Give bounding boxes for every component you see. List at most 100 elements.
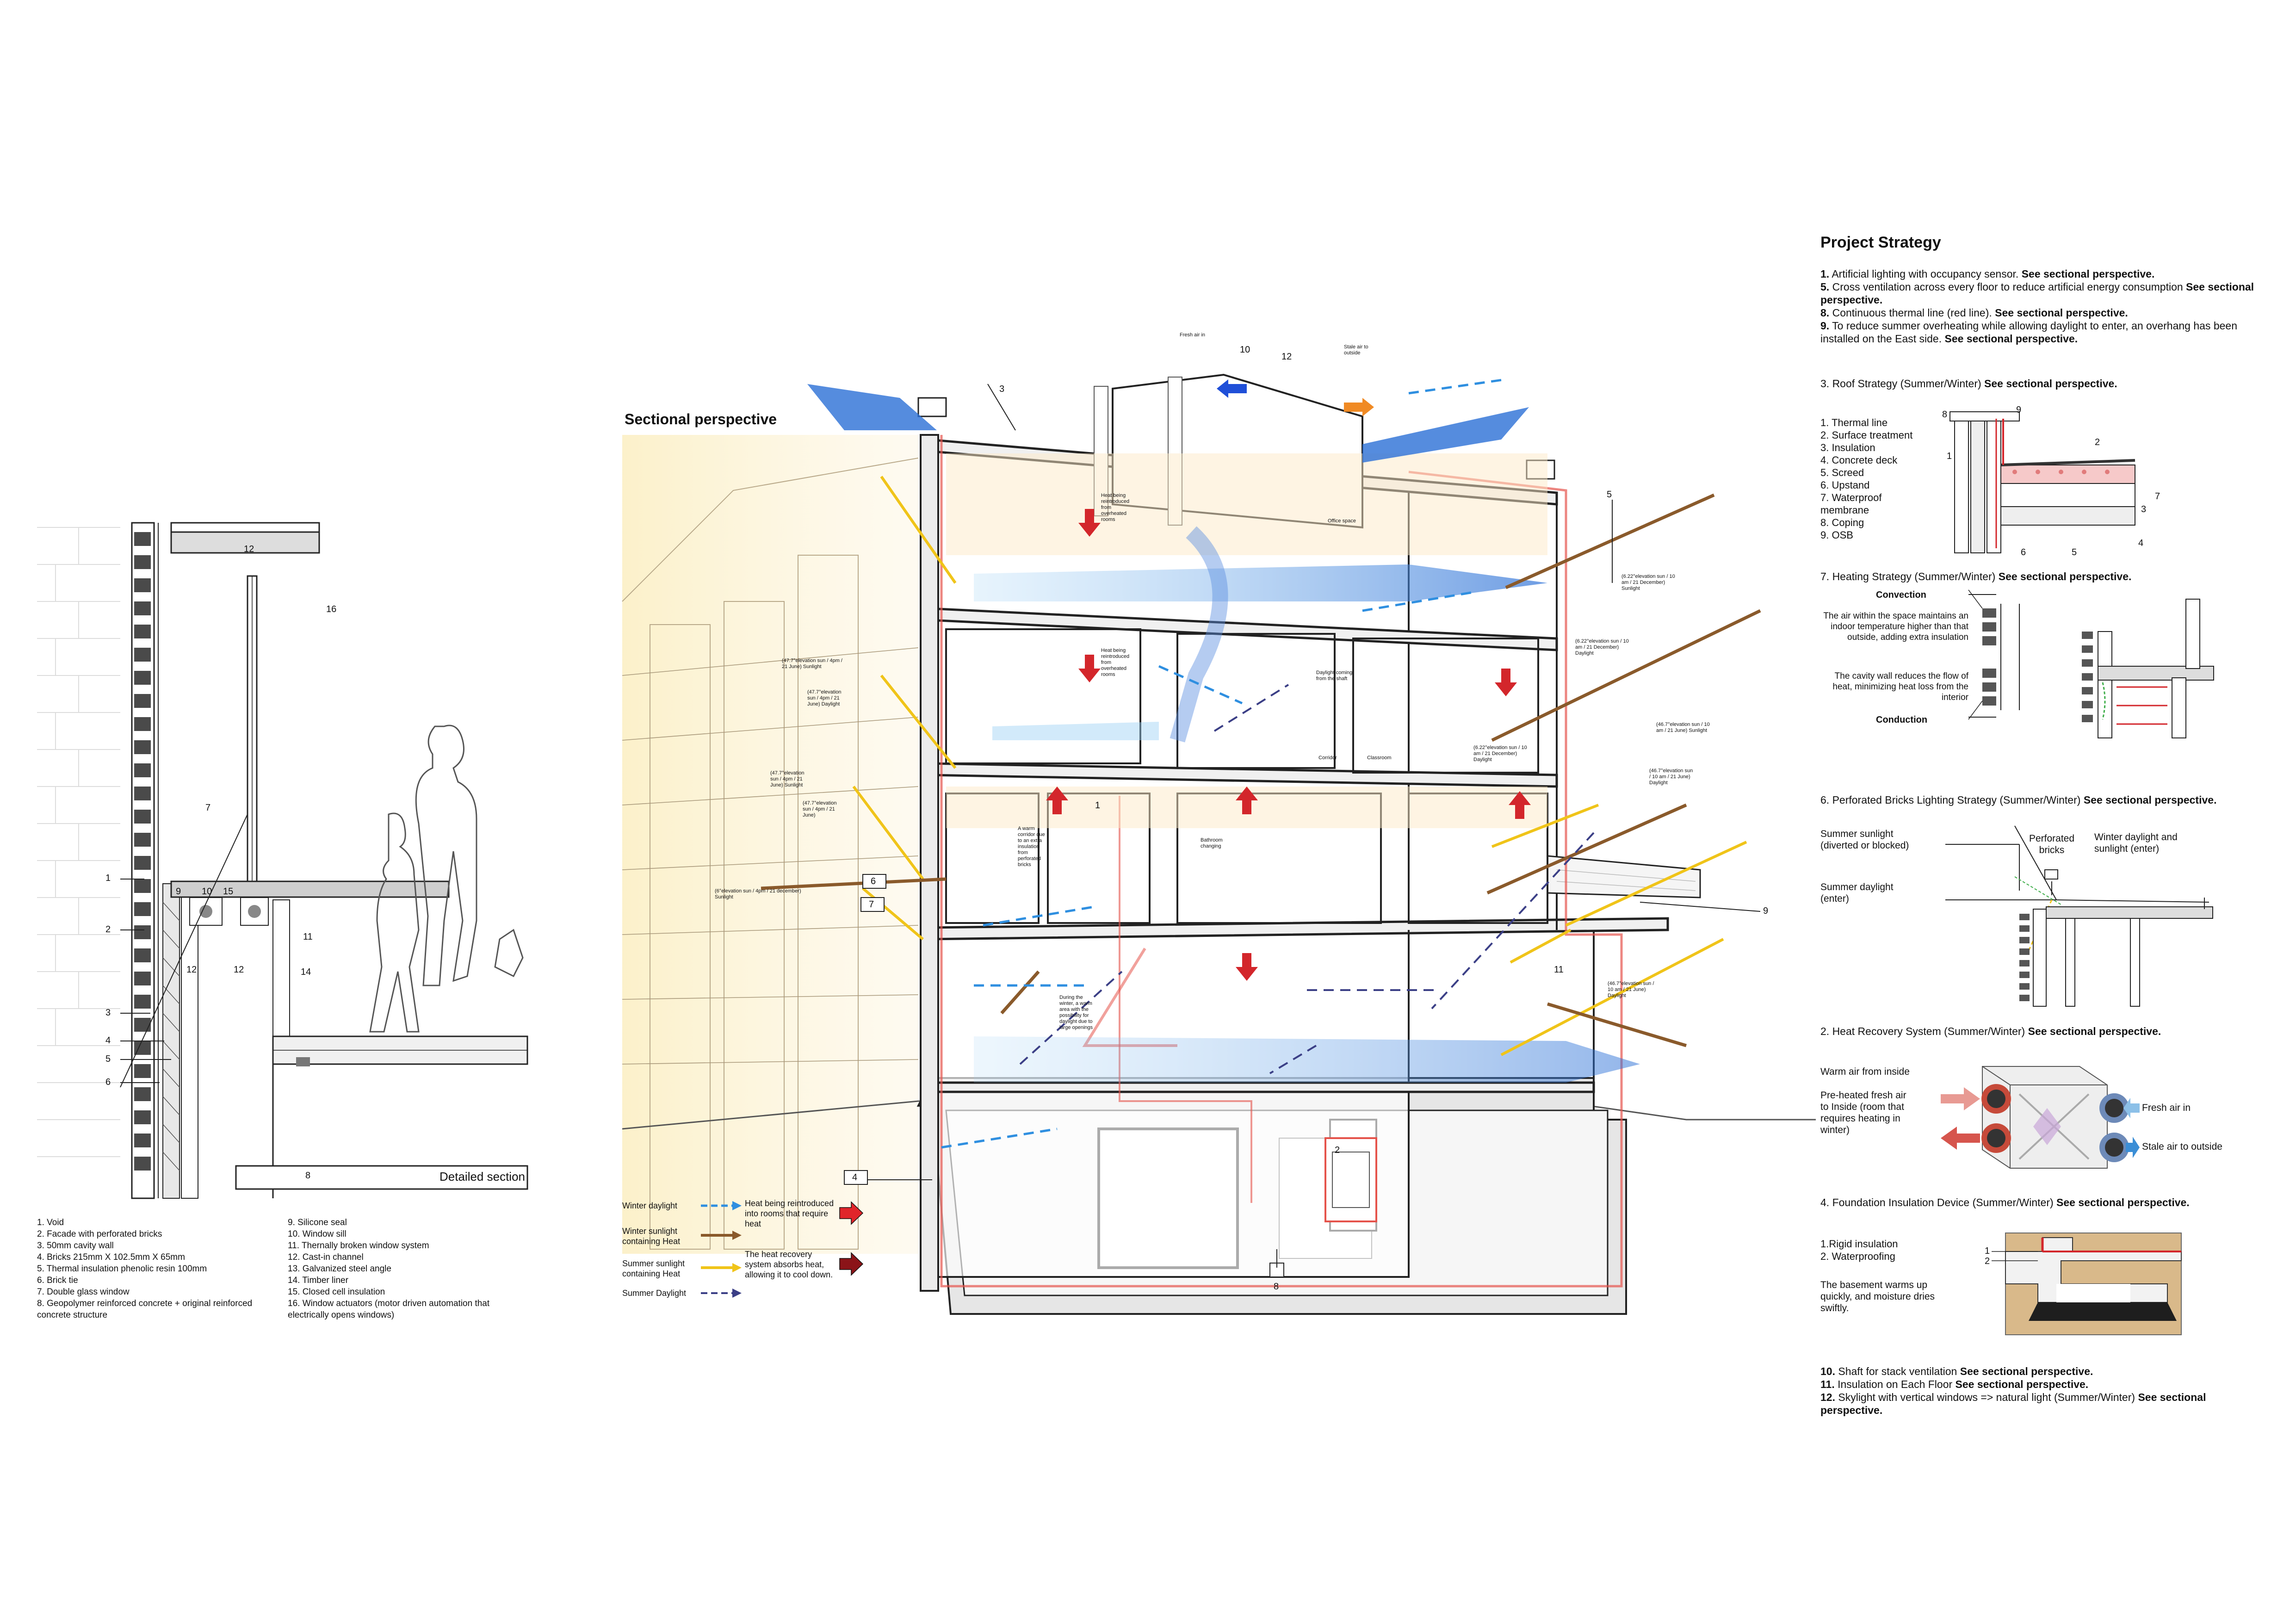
legend-winter-daylight: Winter daylight (622, 1201, 678, 1210)
legend-item: 2. Facade with perforated bricks (37, 1229, 162, 1239)
detail-legend-right: 9. Silicone seal 10. Window sill 11. The… (288, 1217, 528, 1321)
sun-note: (47.7°elevation sun / 4pm / 21 June) (803, 800, 837, 818)
legend-heat-recovery: The heat recovery system absorbs heat, a… (745, 1250, 833, 1279)
foundation-heading: 4. Foundation Insulation Device (Summer/… (1820, 1196, 2190, 1208)
callout-6: 6 (105, 1077, 111, 1087)
legend-item: 6. Brick tie (37, 1276, 78, 1285)
callout-11: 11 (1554, 965, 1564, 975)
sun-note: (47.7°elevation sun / 4pm / 21 June) Day… (807, 689, 842, 707)
callout-11: 11 (303, 932, 313, 942)
heat-recovery-drawing (1941, 1066, 2140, 1169)
fresh-air-label: Fresh air in (1180, 332, 1206, 338)
callout-4: 4 (852, 1172, 858, 1183)
legend-item: 8. Geopolymer reinforced concrete + orig… (37, 1299, 255, 1320)
preheated-label: Pre-heated fresh air to Inside (room tha… (1820, 1090, 1906, 1135)
heating-note-1: The air within the space maintains an in… (1823, 611, 1968, 642)
legend-item: 16. Window actuators (motor driven autom… (288, 1299, 492, 1320)
bricks-perforated: Perforated bricks (2029, 833, 2075, 855)
callout-5: 5 (1607, 489, 1612, 500)
legend-item: 13. Galvanized steel angle (288, 1264, 391, 1274)
strategy-item: 5. Cross ventilation across every floor … (1820, 281, 2254, 306)
strategy-item: 11. Insulation on Each Floor See section… (1820, 1378, 2089, 1390)
callout-7: 7 (869, 899, 874, 910)
sun-note: (6.22°elevation sun / 10 am / 21 Decembe… (1473, 745, 1527, 762)
heat-recovery-heading: 2. Heat Recovery System (Summer/Winter) … (1820, 1025, 2161, 1037)
legend-item: 4. Bricks 215mm X 102.5mm X 65mm (37, 1252, 185, 1262)
callout-12: 12 (1281, 352, 1292, 362)
legend-winter-sunlight: Winter sunlight containing Heat (622, 1227, 681, 1246)
roof-heading: 3. Roof Strategy (Summer/Winter) See sec… (1820, 378, 2117, 390)
project-strategy: Project Strategy 1. Artificial lighting … (1820, 234, 2278, 1455)
callout-16: 16 (326, 604, 337, 614)
legend-item: 1. Void (37, 1218, 64, 1227)
sun-note: (6.22°elevation sun / 10 am / 21 Decembe… (1621, 574, 1675, 591)
roof-callout-6: 6 (2021, 547, 2026, 558)
bricks-summer-sunlight: Summer sunlight (diverted or blocked) (1820, 829, 1909, 851)
callout-8: 8 (305, 1171, 311, 1181)
foundation-callout-1: 1 (1985, 1246, 1990, 1256)
bricks-detail-drawing (1945, 825, 2213, 1007)
callout-2: 2 (105, 924, 111, 935)
sun-note: (6°elevation sun / 4pm / 21 december) Su… (715, 888, 801, 900)
callout-7: 7 (205, 803, 211, 813)
fresh-air-in-label: Fresh air in (2142, 1103, 2191, 1113)
heating-detail-drawing (1968, 589, 2214, 738)
detail-legend-left: 1. Void 2. Facade with perforated bricks… (37, 1217, 268, 1321)
detailed-section-caption: Detailed section (439, 1170, 525, 1183)
roof-callout-7: 7 (2155, 491, 2160, 502)
warm-air-label: Warm air from inside (1820, 1066, 1910, 1077)
stale-air-label: Stale air to outside (1344, 344, 1368, 356)
roof-callout-2: 2 (2095, 437, 2100, 447)
callout-4: 4 (105, 1035, 111, 1046)
legend-summer-sunlight: Summer sunlight containing Heat (622, 1259, 685, 1278)
legend-item: 9. Silicone seal (288, 1218, 347, 1227)
callout-10: 10 (1240, 345, 1250, 355)
stale-air-out-label: Stale air to outside (2142, 1141, 2222, 1152)
roof-callout-3: 3 (2141, 504, 2147, 514)
callout-2: 2 (1335, 1145, 1340, 1155)
foundation-list: 1.Rigid insulation 2. Waterproofing (1820, 1238, 1898, 1262)
strategy-item: 9. To reduce summer overheating while al… (1820, 320, 2237, 345)
conduction-label: Conduction (1876, 715, 1928, 725)
sectional-perspective: Fresh air in Stale air to outside 10 12 … (622, 324, 1816, 1332)
sun-note: (6.22°elevation sun / 10 am / 21 Decembe… (1575, 638, 1629, 656)
callout-6: 6 (871, 876, 876, 886)
heat-note-1: Heat being reintroduced from overheated … (1101, 493, 1130, 522)
callout-3: 3 (999, 384, 1005, 394)
foundation-drawing (1992, 1233, 2182, 1335)
legend-heat-arrows (839, 1201, 864, 1276)
callout-13: 12 (244, 544, 254, 554)
callout-12a: 12 (186, 965, 197, 975)
final-items: 10. Shaft for stack ventilation See sect… (1820, 1365, 2265, 1417)
section-legend: Winter daylight Winter sunlight containi… (622, 1198, 864, 1305)
bricks-heading: 6. Perforated Bricks Lighting Strategy (… (1820, 794, 2217, 806)
strategy-item: 10. Shaft for stack ventilation See sect… (1820, 1365, 2093, 1377)
callout-15: 15 (223, 886, 234, 897)
callout-5: 5 (105, 1054, 111, 1064)
sun-note: (46.7°elevation sun / 10 am / 21 June) D… (1608, 981, 1654, 998)
detailed-section-drawing (37, 522, 528, 1199)
shaft-note: Daylight coming from the shaft (1316, 670, 1353, 681)
room-bathroom: Bathroom changing (1201, 837, 1223, 849)
sun-note: (46.7°elevation sun / 10 am / 21 June) D… (1649, 768, 1693, 786)
legend-item: 14. Timber liner (288, 1276, 348, 1285)
callout-9: 9 (176, 886, 181, 897)
legend-item: 7. Double glass window (37, 1287, 130, 1297)
legend-item: 15. Closed cell insulation (288, 1287, 385, 1297)
roof-callout-5: 5 (2072, 547, 2077, 558)
strategy-title: Project Strategy (1820, 234, 1941, 251)
strategy-item: 1. Artificial lighting with occupancy se… (1820, 268, 2155, 280)
section-drawing (622, 373, 1816, 1315)
legend-heat-reintroduced: Heat being reintroduced into rooms that … (745, 1199, 834, 1228)
callout-8: 8 (1274, 1282, 1279, 1292)
convection-label: Convection (1876, 590, 1926, 600)
roof-callout-8: 8 (1942, 409, 1948, 420)
legend-item: 11. Thernally broken window system (288, 1241, 429, 1251)
callout-1: 1 (105, 873, 111, 883)
sun-note: (47.7°elevation sun / 4pm / 21 June) Sun… (782, 658, 842, 669)
sun-note: (47.7°elevation sun / 4pm / 21 June) Sun… (770, 770, 805, 788)
callout-10: 10 (202, 886, 212, 897)
room-office: Office space (1328, 518, 1356, 524)
warm-corridor-note: A warm corridor due to an extra insulati… (1018, 826, 1045, 867)
